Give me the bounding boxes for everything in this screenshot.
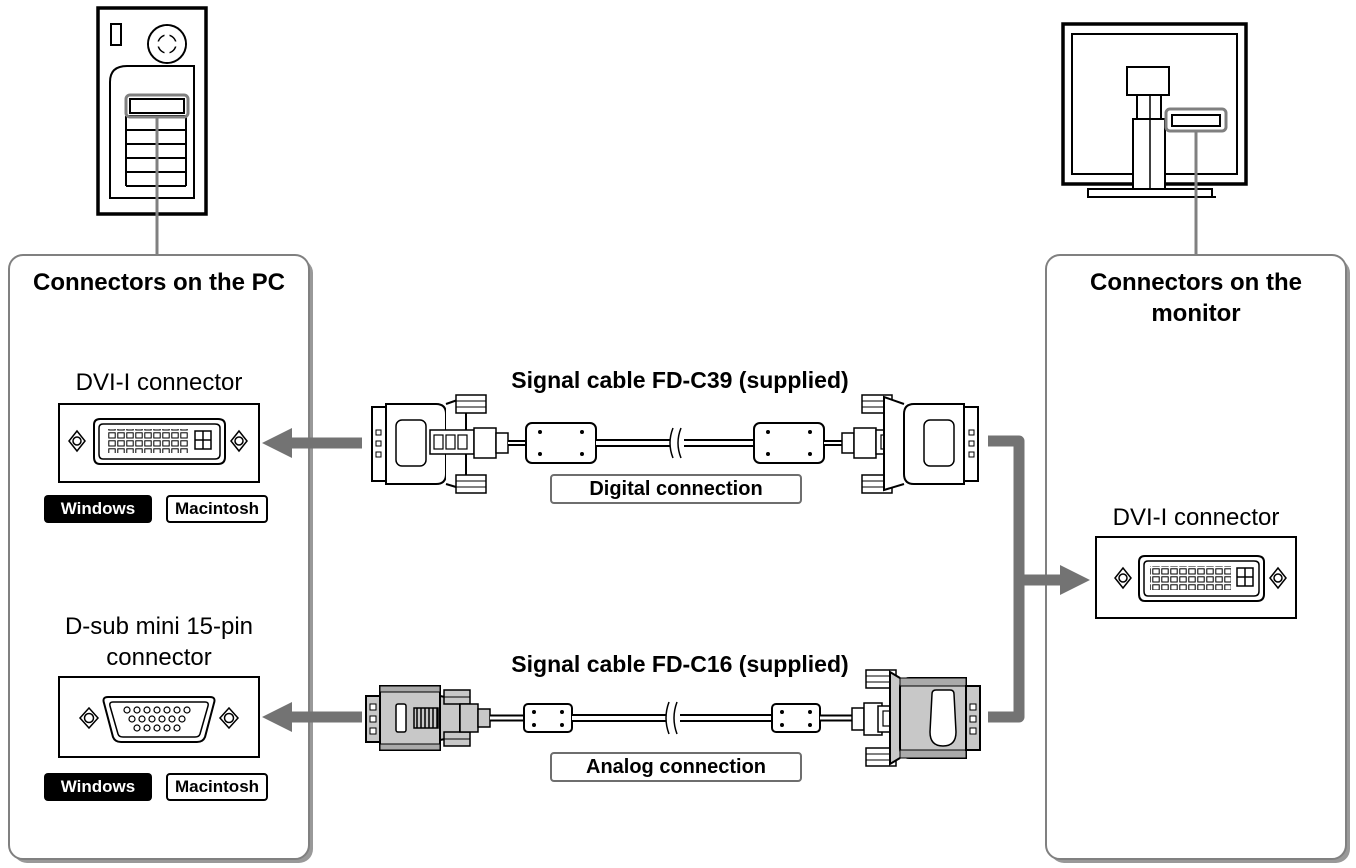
pc-dsub-connector-illustration <box>58 676 260 758</box>
digital-cable-title: Signal cable FD-C39 (supplied) <box>511 367 849 393</box>
windows-badge: Windows <box>44 495 152 523</box>
macintosh-badge: Macintosh <box>166 773 268 801</box>
digital-cable-illustration <box>371 394 979 494</box>
pc-dsub-label: D-sub mini 15-pin connector <box>64 613 254 671</box>
pc-tower <box>96 6 208 256</box>
arrow-to-pc-dsub <box>262 702 362 732</box>
pc-panel-title: Connectors on the PC <box>32 269 285 296</box>
macintosh-badge: Macintosh <box>166 495 268 523</box>
monitor-dvi-connector-illustration <box>1095 536 1297 619</box>
pc-dvi-label: DVI-I connector <box>75 369 243 396</box>
pc-dvi-connector-illustration <box>58 403 260 483</box>
analog-cable-title: Signal cable FD-C16 (supplied) <box>511 651 849 677</box>
pc-panel <box>8 254 313 863</box>
windows-badge: Windows <box>44 773 152 801</box>
analog-cable-illustration <box>365 669 981 767</box>
monitor-dvi-label: DVI-I connector <box>1112 504 1280 531</box>
arrow-to-pc-dvi <box>262 428 362 458</box>
analog-connection-label: Analog connection <box>550 752 802 782</box>
arrow-to-monitor-dvi <box>988 435 1090 723</box>
digital-connection-label: Digital connection <box>550 474 802 504</box>
monitor-panel-title: Connectors on the monitor <box>1089 269 1302 327</box>
monitor <box>1061 22 1248 256</box>
